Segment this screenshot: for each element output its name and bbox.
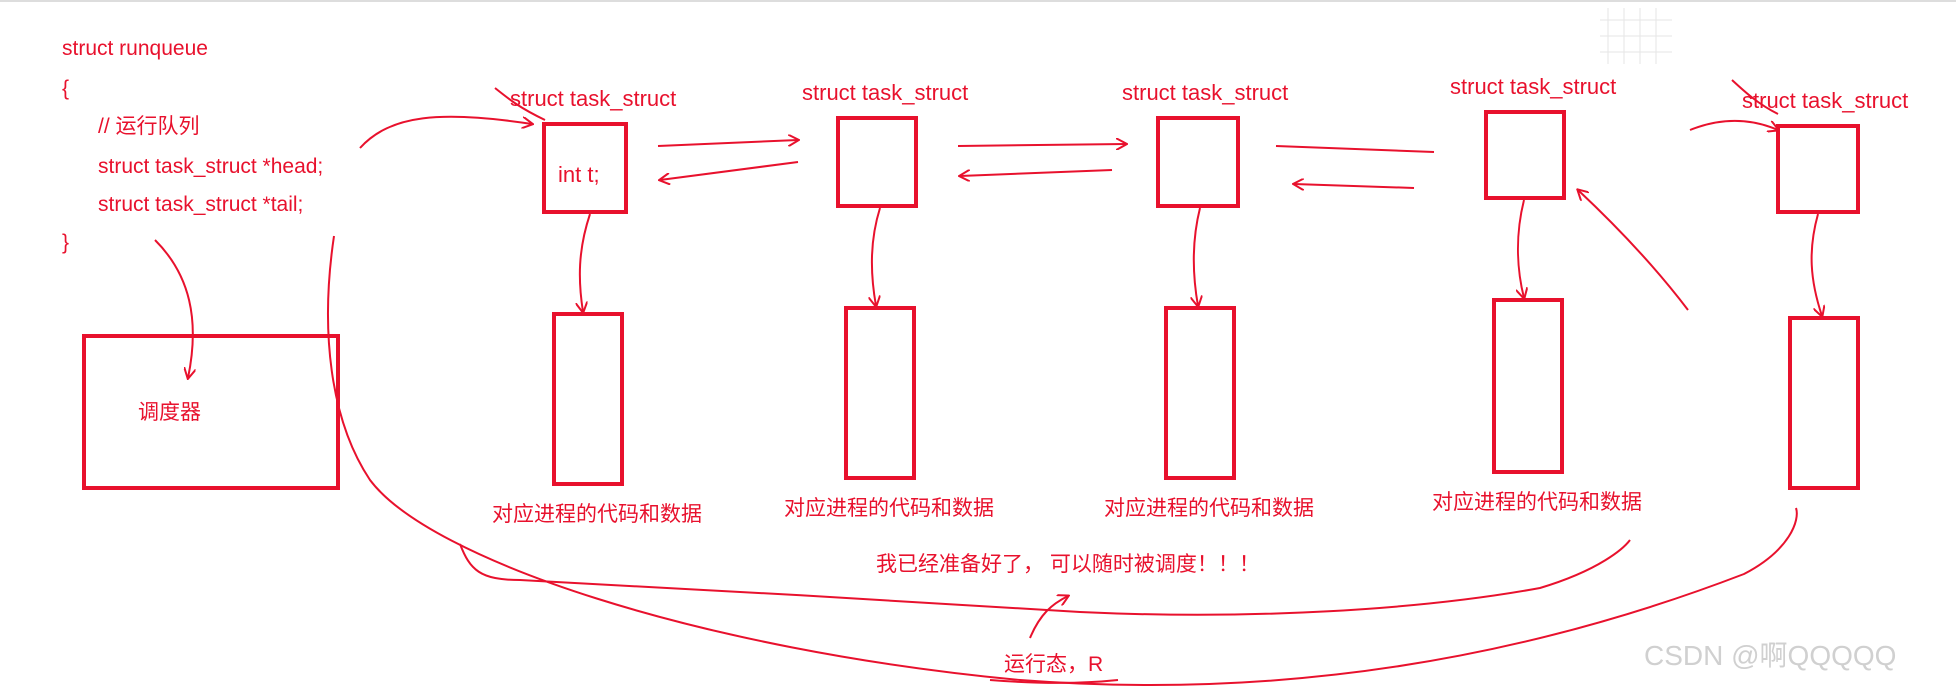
arrow-node1-to-data <box>580 213 591 312</box>
arrow-prev-2-1 <box>660 161 799 180</box>
code-data-box-2 <box>844 306 916 480</box>
tail-pointer-curve <box>327 235 1798 687</box>
task-struct-box-2 <box>836 116 918 208</box>
node-4-title: struct task_struct <box>1450 74 1617 99</box>
code-data-box-5 <box>1788 316 1860 490</box>
arrow-node3-to-data <box>1194 207 1200 306</box>
code-line-tail: struct task_struct *tail; <box>98 193 304 216</box>
node-1-title: struct task_struct <box>510 86 677 111</box>
code-data-box-3 <box>1164 306 1236 480</box>
task-struct-box-3 <box>1156 116 1240 208</box>
code-line-struct-runqueue: struct runqueue <box>62 37 208 60</box>
arrow-next-1-2 <box>657 140 798 147</box>
task-struct-box-5 <box>1776 124 1860 214</box>
node-2-data-label: 对应进程的代码和数据 <box>784 497 994 520</box>
arrow-next-2-3 <box>957 144 1126 146</box>
arrow-run-state <box>1029 596 1068 639</box>
scheduler-box <box>82 334 340 490</box>
code-line-close-brace: } <box>62 231 70 254</box>
code-line-head: struct task_struct *head; <box>98 155 324 178</box>
arrow-prev-3-2 <box>960 169 1113 176</box>
ready-queue-curve <box>459 539 1631 616</box>
run-state-underline <box>989 679 1119 684</box>
node-3-data-label: 对应进程的代码和数据 <box>1104 497 1314 520</box>
node-2-title: struct task_struct <box>802 80 969 105</box>
node-4-data-label: 对应进程的代码和数据 <box>1432 491 1642 514</box>
code-data-box-4 <box>1492 298 1564 474</box>
csdn-watermark: CSDN @啊QQQQQ <box>1644 640 1897 671</box>
head-pointer-scribble <box>494 87 546 121</box>
node-1-field: int t; <box>558 162 600 187</box>
task-struct-box-1 <box>542 122 628 214</box>
code-line-open-brace: { <box>62 77 70 100</box>
run-state-label: 运行态，R <box>1004 653 1104 676</box>
arrow-prev-4-3 <box>1294 184 1415 188</box>
node5-scribble <box>1731 79 1779 115</box>
ready-note: 我已经准备好了， 可以随时被调度！！！ <box>876 553 1260 576</box>
faint-marks <box>1600 8 1672 64</box>
node-1-data-label: 对应进程的代码和数据 <box>492 503 702 526</box>
arrow-runqueue-to-scheduler <box>154 239 193 378</box>
arrow-head-pointer <box>359 115 532 149</box>
node-3-title: struct task_struct <box>1122 80 1289 105</box>
arrow-back-to-node4 <box>1578 190 1689 311</box>
arrow-into-node5 <box>1689 120 1778 130</box>
arrow-node2-to-data <box>872 207 880 306</box>
scheduler-label: 调度器 <box>138 401 201 424</box>
arrow-node5-to-data <box>1810 213 1822 316</box>
code-line-comment: // 运行队列 <box>98 115 200 138</box>
arrow-node4-to-data <box>1518 199 1524 298</box>
code-data-box-1 <box>552 312 624 486</box>
arrow-next-3-4 <box>1275 145 1435 153</box>
task-struct-box-4 <box>1484 110 1566 200</box>
node-5-title: struct task_struct <box>1742 88 1909 113</box>
